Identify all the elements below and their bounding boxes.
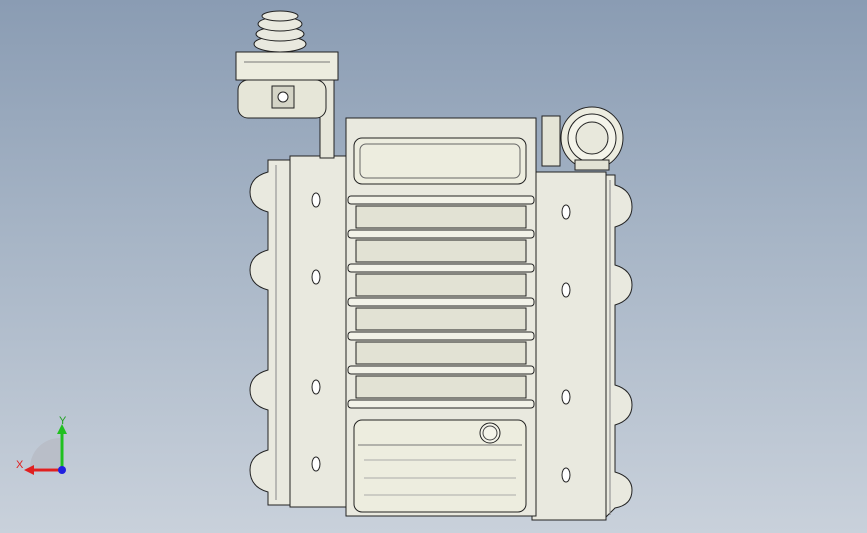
y-axis-label: Y bbox=[59, 415, 67, 427]
left-flange bbox=[249, 159, 291, 506]
machine-assembly[interactable] bbox=[235, 10, 633, 521]
bolt-holes bbox=[311, 192, 571, 483]
x-axis-label: X bbox=[16, 459, 24, 471]
triad-shading bbox=[30, 438, 60, 468]
pulley-motor[interactable] bbox=[235, 10, 339, 119]
top-cover bbox=[353, 137, 527, 185]
round-fitting[interactable] bbox=[541, 106, 624, 171]
bottom-tank bbox=[353, 419, 527, 513]
cooling-fins bbox=[347, 195, 535, 409]
coordinate-triad: Y X bbox=[16, 415, 67, 475]
right-side-plate bbox=[531, 171, 607, 521]
left-side-plate bbox=[289, 155, 347, 508]
right-flange bbox=[604, 174, 633, 520]
z-axis-dot bbox=[58, 466, 66, 474]
